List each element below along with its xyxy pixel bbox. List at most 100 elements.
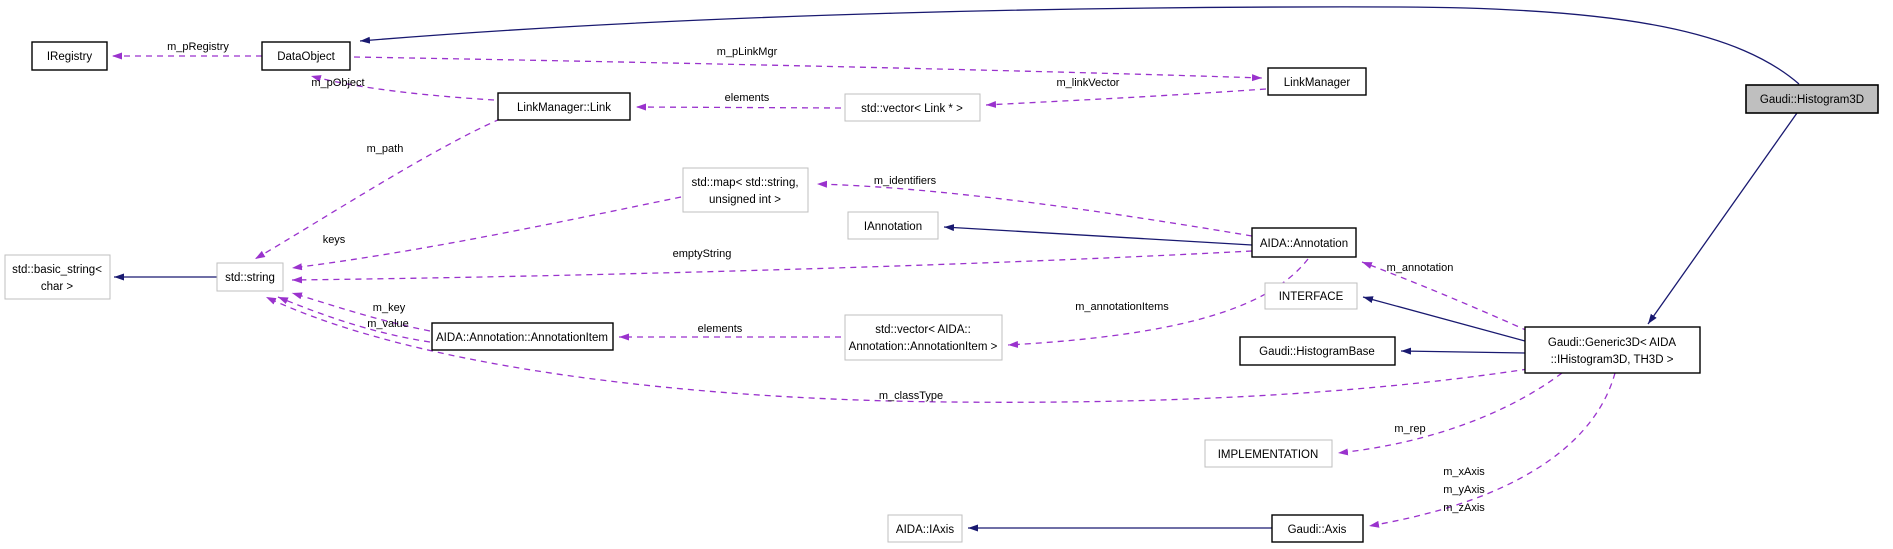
- node-std-map: std::map< std::string, unsigned int >: [682, 167, 809, 213]
- node-vector-annotationitem: std::vector< AIDA:: Annotation::Annotati…: [844, 314, 1003, 361]
- edge-label-m-value: m_value: [367, 318, 409, 330]
- node-interface: INTERFACE: [1264, 282, 1358, 310]
- edge-label-keys: keys: [323, 234, 346, 246]
- edge-label-elements-items: elements: [698, 323, 743, 335]
- node-linkmanager-label: LinkManager: [1284, 77, 1351, 89]
- edge-label-m-identifiers: m_identifiers: [874, 175, 937, 187]
- edge-inherit-histogram3d-generic3d: [1647, 112, 1798, 325]
- edge-usage-m-pobject: [310, 75, 495, 101]
- edge-label-m-xaxis: m_xAxis: [1443, 466, 1485, 478]
- node-generic3d-box[interactable]: [1524, 326, 1701, 374]
- node-generic3d[interactable]: Gaudi::Generic3D< AIDA ::IHistogram3D, T…: [1524, 326, 1701, 374]
- edge-label-m-rep: m_rep: [1394, 423, 1425, 435]
- edge-inherit-generic3d-interface: [1362, 296, 1526, 342]
- node-iannotation: IAnnotation: [847, 211, 939, 240]
- node-generic3d-label-2: ::IHistogram3D, TH3D >: [1551, 354, 1674, 366]
- node-vector-link-label: std::vector< Link * >: [861, 103, 963, 115]
- node-gaudi-axis-label: Gaudi::Axis: [1288, 524, 1347, 536]
- node-aida-annotation-box[interactable]: [1251, 227, 1357, 258]
- node-linkmanager-link-label: LinkManager::Link: [517, 102, 611, 114]
- node-histogram3d-focus[interactable]: Gaudi::Histogram3D: [1745, 84, 1879, 114]
- edge-usage-m-classtype: [265, 296, 1529, 403]
- edge-label-emptystring: emptyString: [673, 248, 732, 260]
- node-aida-iaxis: AIDA::IAxis: [887, 514, 963, 543]
- node-iannotation-label: IAnnotation: [864, 221, 922, 233]
- edge-label-m-annotationitems: m_annotationItems: [1075, 301, 1169, 313]
- edge-usage-m-annotation: [1361, 261, 1529, 332]
- node-iregistry-label: IRegistry: [47, 51, 93, 63]
- node-annotationitem[interactable]: AIDA::Annotation::AnnotationItem: [431, 322, 614, 351]
- edge-usage-m-rep: [1337, 372, 1563, 456]
- node-histogram3d-box[interactable]: [1745, 84, 1879, 114]
- edge-usage-m-annotationitems: [1007, 258, 1309, 348]
- node-iregistry[interactable]: IRegistry: [31, 41, 108, 71]
- node-implementation: IMPLEMENTATION: [1204, 439, 1333, 468]
- node-histogrambase-label: Gaudi::HistogramBase: [1259, 346, 1375, 358]
- node-histogram3d-label: Gaudi::Histogram3D: [1760, 94, 1864, 106]
- node-std-map-label-2: unsigned int >: [709, 194, 781, 206]
- edge-inherit-histogram3d-dataobject: [359, 6, 1800, 85]
- edge-label-m-yaxis: m_yAxis: [1443, 484, 1485, 496]
- node-std-map-label-1: std::map< std::string,: [691, 177, 798, 189]
- node-dataobject-label: DataObject: [277, 51, 335, 63]
- node-basic-string-label-2: char >: [41, 281, 74, 293]
- node-vector-annotationitem-label-2: Annotation::AnnotationItem >: [849, 341, 998, 353]
- node-vector-annotationitem-box: [844, 314, 1003, 361]
- node-aida-iaxis-label: AIDA::IAxis: [896, 524, 954, 536]
- node-annotationitem-label: AIDA::Annotation::AnnotationItem: [436, 332, 608, 344]
- edge-inherit-generic3d-histogrambase: [1400, 347, 1526, 355]
- node-aida-annotation[interactable]: AIDA::Annotation: [1251, 227, 1357, 258]
- edge-usage-m-key: [291, 292, 431, 332]
- node-implementation-box: [1204, 439, 1333, 468]
- node-aida-annotation-label: AIDA::Annotation: [1260, 238, 1348, 250]
- edge-label-m-linkvector: m_linkVector: [1057, 77, 1120, 89]
- node-std-string-label: std::string: [225, 272, 275, 284]
- node-aida-iaxis-box: [887, 514, 963, 543]
- node-linkmanager-link[interactable]: LinkManager::Link: [497, 92, 631, 121]
- edge-label-m-pobject: m_pObject: [311, 77, 364, 89]
- edge-label-m-key: m_key: [373, 302, 406, 314]
- node-iannotation-box: [847, 211, 939, 240]
- node-basic-string-box: [4, 254, 111, 300]
- node-interface-box: [1264, 282, 1358, 310]
- node-vector-annotationitem-label-1: std::vector< AIDA::: [875, 324, 971, 336]
- node-histogrambase-box[interactable]: [1239, 336, 1396, 366]
- edge-label-elements-links: elements: [725, 92, 770, 104]
- edge-inherit-annotation-iannotation: [943, 224, 1253, 246]
- node-generic3d-label-1: Gaudi::Generic3D< AIDA: [1548, 337, 1676, 349]
- edge-usage-elements-links: [635, 103, 842, 111]
- node-std-string-box: [216, 262, 284, 292]
- node-histogrambase[interactable]: Gaudi::HistogramBase: [1239, 336, 1396, 366]
- edge-usage-m-axes: [1368, 372, 1616, 528]
- edge-label-m-path: m_path: [367, 143, 404, 155]
- node-dataobject-box[interactable]: [261, 41, 351, 71]
- node-linkmanager-link-box[interactable]: [497, 92, 631, 121]
- node-implementation-label: IMPLEMENTATION: [1218, 449, 1319, 461]
- node-basic-string-label-1: std::basic_string<: [12, 264, 102, 276]
- node-std-string: std::string: [216, 262, 284, 292]
- node-linkmanager-box[interactable]: [1267, 67, 1367, 96]
- node-linkmanager[interactable]: LinkManager: [1267, 67, 1367, 96]
- edge-label-m-pregistry: m_pRegistry: [167, 41, 229, 53]
- node-iregistry-box[interactable]: [31, 41, 108, 71]
- node-vector-link-box: [844, 93, 981, 122]
- edge-usage-m-identifiers: [816, 180, 1253, 237]
- edge-label-m-annotation: m_annotation: [1387, 262, 1454, 274]
- edge-usage-emptystring: [291, 250, 1253, 284]
- node-annotationitem-box[interactable]: [431, 322, 614, 351]
- edge-label-m-plinkmgr: m_pLinkMgr: [717, 46, 778, 58]
- edge-label-m-classtype: m_classType: [879, 390, 943, 402]
- edge-usage-m-plinkmgr: [353, 56, 1263, 82]
- node-basic-string: std::basic_string< char >: [4, 254, 111, 300]
- edge-usage-m-value: [277, 296, 431, 343]
- edge-usage-keys: [291, 196, 682, 271]
- node-vector-link: std::vector< Link * >: [844, 93, 981, 122]
- node-gaudi-axis[interactable]: Gaudi::Axis: [1271, 514, 1364, 543]
- node-interface-label: INTERFACE: [1279, 291, 1344, 303]
- node-std-map-box: [682, 167, 809, 213]
- node-gaudi-axis-box[interactable]: [1271, 514, 1364, 543]
- node-dataobject[interactable]: DataObject: [261, 41, 351, 71]
- edge-usage-m-path: [254, 118, 501, 260]
